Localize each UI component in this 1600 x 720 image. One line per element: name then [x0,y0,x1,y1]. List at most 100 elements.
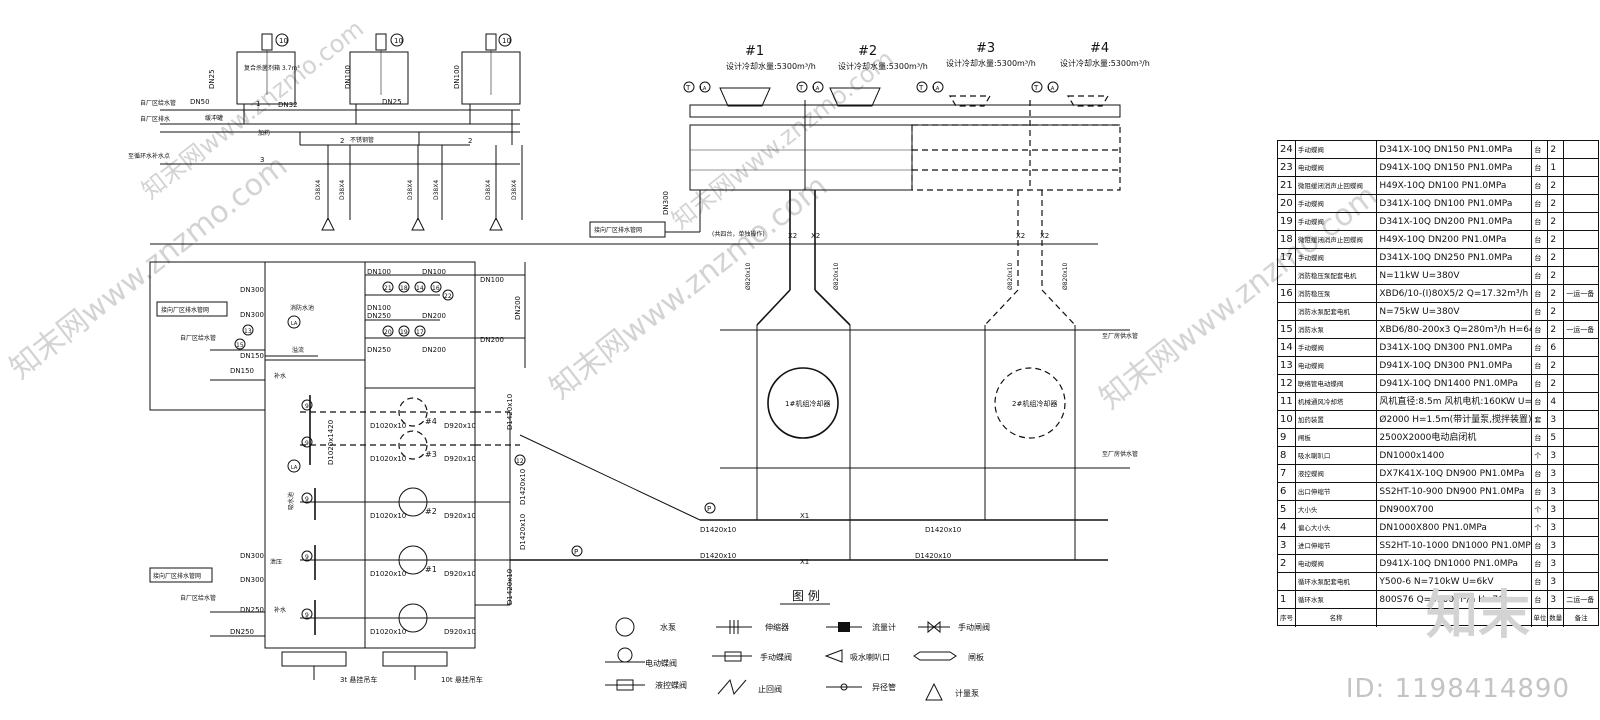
pipe-note: 缓冲罐 [205,114,223,122]
callout-number: 17 [416,329,424,336]
table-cell-qty: 2 [1548,213,1565,230]
table-cell-note: 二运一备 [1566,596,1595,604]
sensor-label: LA [813,86,820,92]
table-cell-name: 出口伸缩节 [1296,483,1378,500]
table-cell-unit: 台 [1532,285,1549,302]
pipe-tag: X2 [788,232,797,240]
table-cell-no [1278,303,1296,320]
table-cell-note [1564,249,1598,266]
pipe-size: D38X4 [339,180,346,200]
pipe-size: DN200 [514,296,522,320]
exchanger-label: 2#机组冷却器 [1012,399,1057,408]
table-cell-no [1278,573,1296,590]
pipe-size: D1420x10 [519,469,527,505]
callout-number: 12 [516,458,524,465]
to-plant-label: 至厂房供水管 [1102,450,1138,458]
table-cell-unit: 台 [1532,573,1549,590]
mixer-motor-icon [485,33,497,51]
table-cell-qty: 5 [1548,429,1565,446]
table-cell-unit: 台 [1532,393,1549,410]
table-cell-note [1564,519,1598,536]
pipe-size: Ø820x10 [1007,262,1014,290]
pump-tag: #2 [425,507,437,516]
drain-box [156,301,228,317]
room-note: 补水 [274,606,286,614]
table-cell-spec: D341X-10Q DN250 PN1.0MPa [1377,249,1533,266]
table-cell-spec: D341X-10Q DN150 PN1.0MPa [1377,141,1533,158]
inlet-label: 至循环水补水点 [128,152,170,160]
table-cell-spec: D341X-10Q DN200 PN1.0MPa [1377,213,1533,230]
room-note: 溢流 [292,346,304,354]
table-cell-qty: 1 [1548,159,1565,176]
metering-pump-symbol-icon [925,682,943,701]
crane-label: 3t 悬挂吊车 [340,675,377,684]
table-cell-no: 3 [1278,537,1296,554]
table-cell-note [1564,213,1598,230]
table-cell-unit: 个 [1532,519,1549,536]
pipe-size: DN50 [190,98,210,106]
table-cell-unit: 台 [1532,483,1549,500]
heat-exchanger-icon [767,367,839,439]
table-cell-no: 10 [1278,411,1296,428]
pipe-size: D38X4 [433,180,440,200]
tower-flow: 设计冷却水量:5300m³/h [946,58,1036,68]
table-cell-qty: 2 [1548,249,1565,266]
flowmeter-symbol-icon [838,622,850,632]
reducer-symbol-icon [840,683,848,691]
sensor-label: T [798,84,804,92]
dosing-system: 复合杀菌剂箱 3.7m³ 10 10 10 自厂区给水管 自厂区排水 至循环水补… [128,33,523,231]
callout-number: 10 [279,37,288,45]
table-cell-name: 消防稳压泵 [1296,285,1378,302]
tower-body [911,124,1121,191]
table-cell-no: 6 [1278,483,1296,500]
drain-box [149,567,213,583]
table-cell-no: 20 [1278,195,1296,212]
legend-label: 手动蝶阀 [760,652,792,662]
pipe-size: DN250 [230,628,254,636]
table-cell-note [1564,141,1598,158]
table-cell-no: 19 [1278,213,1296,230]
legend-label: 电动蝶阀 [645,658,677,668]
table-cell-spec: D941X-10Q DN1000 PN1.0MPa [1377,555,1533,572]
pump-icon [398,487,428,517]
sensor-label: T [685,84,691,92]
exchanger-label: 1#机组冷却器 [785,399,830,408]
pipe-size: DN300 [240,552,264,560]
table-cell-qty: 2 [1548,375,1565,392]
table-cell-unit: 台 [1532,303,1549,320]
tower-number: #4 [1090,41,1109,56]
dosing-tank [236,51,296,105]
pipe-size: D1020x10 [370,628,406,636]
callout-marker [430,281,442,293]
inlet-label: 自厂区给水管 [140,99,176,107]
callout-marker [398,281,410,293]
table-cell-spec: 800S76 Q=5500m³/h H=76m [1377,591,1533,608]
gauge-label: P [707,505,711,513]
table-cell-unit: 台 [1532,555,1549,572]
table-cell-qty: 3 [1548,411,1565,428]
pipe-size: D920x10 [444,570,476,578]
callout-number: 22 [444,293,452,300]
line-number: 1 [256,100,260,108]
legend-label: 伸缩器 [765,622,789,632]
tower-flow: 设计冷却水量:5300m³/h [726,61,816,71]
callout-number: LA [291,465,298,471]
table-cell-qty: 3 [1548,447,1565,464]
callout-number: 9 [305,403,309,410]
table-cell-spec: Y500-6 N=710kW U=6kV [1377,573,1533,590]
image-id: ID: 1198414890 [1345,674,1570,704]
table-cell-unit: 台 [1532,267,1549,284]
level-alarm-icon [699,81,711,93]
callout-marker [234,338,246,350]
legend: 图 例 水泵 伸缩器 流量计 手动闸阀 电动蝶阀 手动蝶阀 吸水喇叭口 闸板 液… [605,589,990,701]
pipe-size: DN200 [422,346,446,354]
pipe-size: D1420x10 [700,552,736,560]
table-header-cell: 备注 [1574,614,1588,622]
table-cell-note [1564,483,1598,500]
table-cell-name: 吸水喇叭口 [1296,447,1378,464]
